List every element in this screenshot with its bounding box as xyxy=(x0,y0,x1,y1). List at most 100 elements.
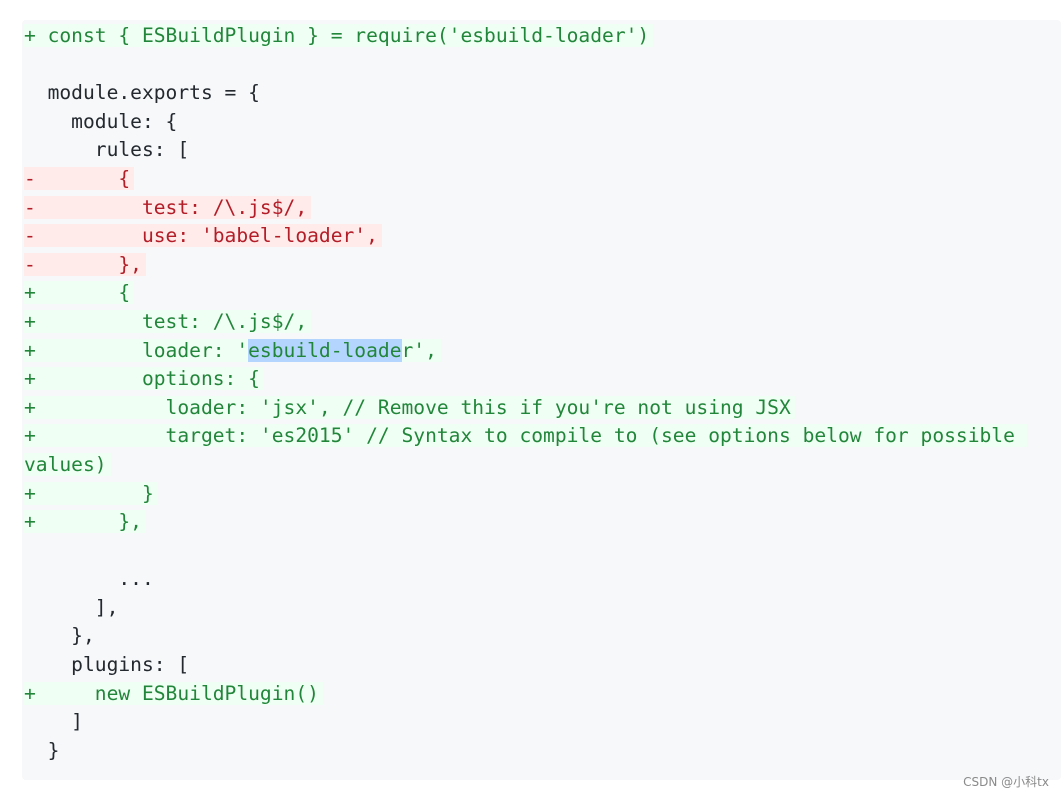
added-line: + loader: 'esbuild-loader', xyxy=(24,337,1034,366)
code-text: }, xyxy=(47,510,142,534)
line-text: rules: [ xyxy=(24,138,193,161)
diff-marker: - xyxy=(24,224,48,248)
code-text: const { ESBuildPlugin } = require('esbui… xyxy=(47,24,650,47)
code-text: new ESBuildPlugin() xyxy=(47,681,319,705)
removed-line: - use: 'babel-loader', xyxy=(24,222,1034,251)
diff-marker xyxy=(24,81,48,104)
line-text: + new ESBuildPlugin() xyxy=(24,681,323,705)
code-text: module.exports = { xyxy=(47,81,260,105)
diff-marker: + xyxy=(24,681,48,705)
code-text: plugins: [ xyxy=(47,653,190,677)
line-text: + } xyxy=(24,481,158,505)
diff-marker xyxy=(24,739,48,762)
diff-marker: - xyxy=(24,195,48,219)
context-line xyxy=(24,537,1034,566)
line-text: module: { xyxy=(24,110,181,133)
diff-marker xyxy=(24,110,48,133)
context-line: plugins: [ xyxy=(24,651,1034,680)
line-text: - { xyxy=(24,166,135,190)
diff-marker: - xyxy=(24,252,48,276)
line-text: ... xyxy=(24,567,158,590)
removed-line: - { xyxy=(24,165,1034,194)
diff-marker xyxy=(24,653,48,676)
context-line xyxy=(24,51,1034,80)
line-text: + options: { xyxy=(24,367,264,391)
context-line: ] xyxy=(24,708,1034,737)
line-text: plugins: [ xyxy=(24,653,193,676)
code-text: ], xyxy=(47,595,119,619)
code-text: }, xyxy=(47,252,142,276)
removed-line: - }, xyxy=(24,251,1034,280)
code-text: { xyxy=(47,281,131,305)
code-diff-block: + const { ESBuildPlugin } = require('esb… xyxy=(22,20,1061,780)
added-line: + const { ESBuildPlugin } = require('esb… xyxy=(24,22,1034,51)
removed-line: - test: /\.js$/, xyxy=(24,194,1034,223)
added-line: + }, xyxy=(24,508,1034,537)
line-text: + loader: 'jsx', // Remove this if you'r… xyxy=(24,395,795,419)
context-line: rules: [ xyxy=(24,136,1034,165)
line-text: module.exports = { xyxy=(24,81,264,104)
added-line: + { xyxy=(24,279,1034,308)
line-text: ], xyxy=(24,596,122,619)
code-text: ... xyxy=(47,567,154,591)
diff-marker: + xyxy=(24,367,48,391)
code-text: options: { xyxy=(47,367,260,391)
line-text xyxy=(24,539,52,562)
added-line: + target: 'es2015' // Syntax to compile … xyxy=(24,422,1034,479)
diff-marker: + xyxy=(24,395,48,419)
context-line: ... xyxy=(24,565,1034,594)
code-text: } xyxy=(47,738,60,762)
diff-marker: + xyxy=(24,338,48,362)
line-text: + loader: 'esbuild-loader', xyxy=(24,338,441,362)
line-text: - test: /\.js$/, xyxy=(24,195,312,219)
line-text: + test: /\.js$/, xyxy=(24,309,312,333)
code-text: use: 'babel-loader', xyxy=(47,224,378,248)
code-text: } xyxy=(47,481,154,505)
added-line: + test: /\.js$/, xyxy=(24,308,1034,337)
code-text: loader: 'jsx', // Remove this if you're … xyxy=(47,395,791,419)
added-line: + loader: 'jsx', // Remove this if you'r… xyxy=(24,394,1034,423)
added-line: + } xyxy=(24,480,1034,509)
diff-marker: + xyxy=(24,424,48,448)
diff-marker: + xyxy=(24,481,48,505)
context-line: } xyxy=(24,737,1034,766)
diff-marker xyxy=(24,53,48,76)
context-line: module.exports = { xyxy=(24,79,1034,108)
context-line: ], xyxy=(24,594,1034,623)
context-line: }, xyxy=(24,622,1034,651)
line-text: + const { ESBuildPlugin } = require('esb… xyxy=(24,24,654,47)
text-selection: esbuild-loade xyxy=(248,338,402,362)
line-text: - use: 'babel-loader', xyxy=(24,224,382,248)
context-line: module: { xyxy=(24,108,1034,137)
line-text: } xyxy=(24,739,63,762)
code-text: }, xyxy=(47,624,95,648)
diff-marker xyxy=(24,567,48,590)
line-text: + { xyxy=(24,281,135,305)
code-text: module: { xyxy=(47,109,178,133)
line-text xyxy=(24,53,52,76)
watermark: CSDN @小科tx xyxy=(963,775,1049,789)
diff-marker xyxy=(24,596,48,619)
diff-marker xyxy=(24,138,48,161)
line-text: + }, xyxy=(24,510,146,534)
diff-marker xyxy=(24,539,48,562)
code-text: test: /\.js$/, xyxy=(47,195,308,219)
diff-marker xyxy=(24,710,48,733)
diff-marker: + xyxy=(24,309,48,333)
diff-marker xyxy=(24,624,48,647)
line-text: + target: 'es2015' // Syntax to compile … xyxy=(24,424,1027,476)
code-text: { xyxy=(47,166,131,190)
diff-lines: + const { ESBuildPlugin } = require('esb… xyxy=(24,22,1034,765)
line-text: }, xyxy=(24,624,99,647)
added-line: + options: { xyxy=(24,365,1034,394)
diff-marker: - xyxy=(24,166,48,190)
code-text: test: /\.js$/, xyxy=(47,309,308,333)
added-line: + new ESBuildPlugin() xyxy=(24,680,1034,709)
diff-marker: + xyxy=(24,510,48,534)
code-text: target: 'es2015' // Syntax to compile to… xyxy=(24,424,1027,476)
line-text: ] xyxy=(24,710,87,733)
diff-marker: + xyxy=(24,281,48,305)
line-text: - }, xyxy=(24,252,146,276)
diff-marker: + xyxy=(24,24,48,47)
code-text: rules: [ xyxy=(47,138,190,162)
